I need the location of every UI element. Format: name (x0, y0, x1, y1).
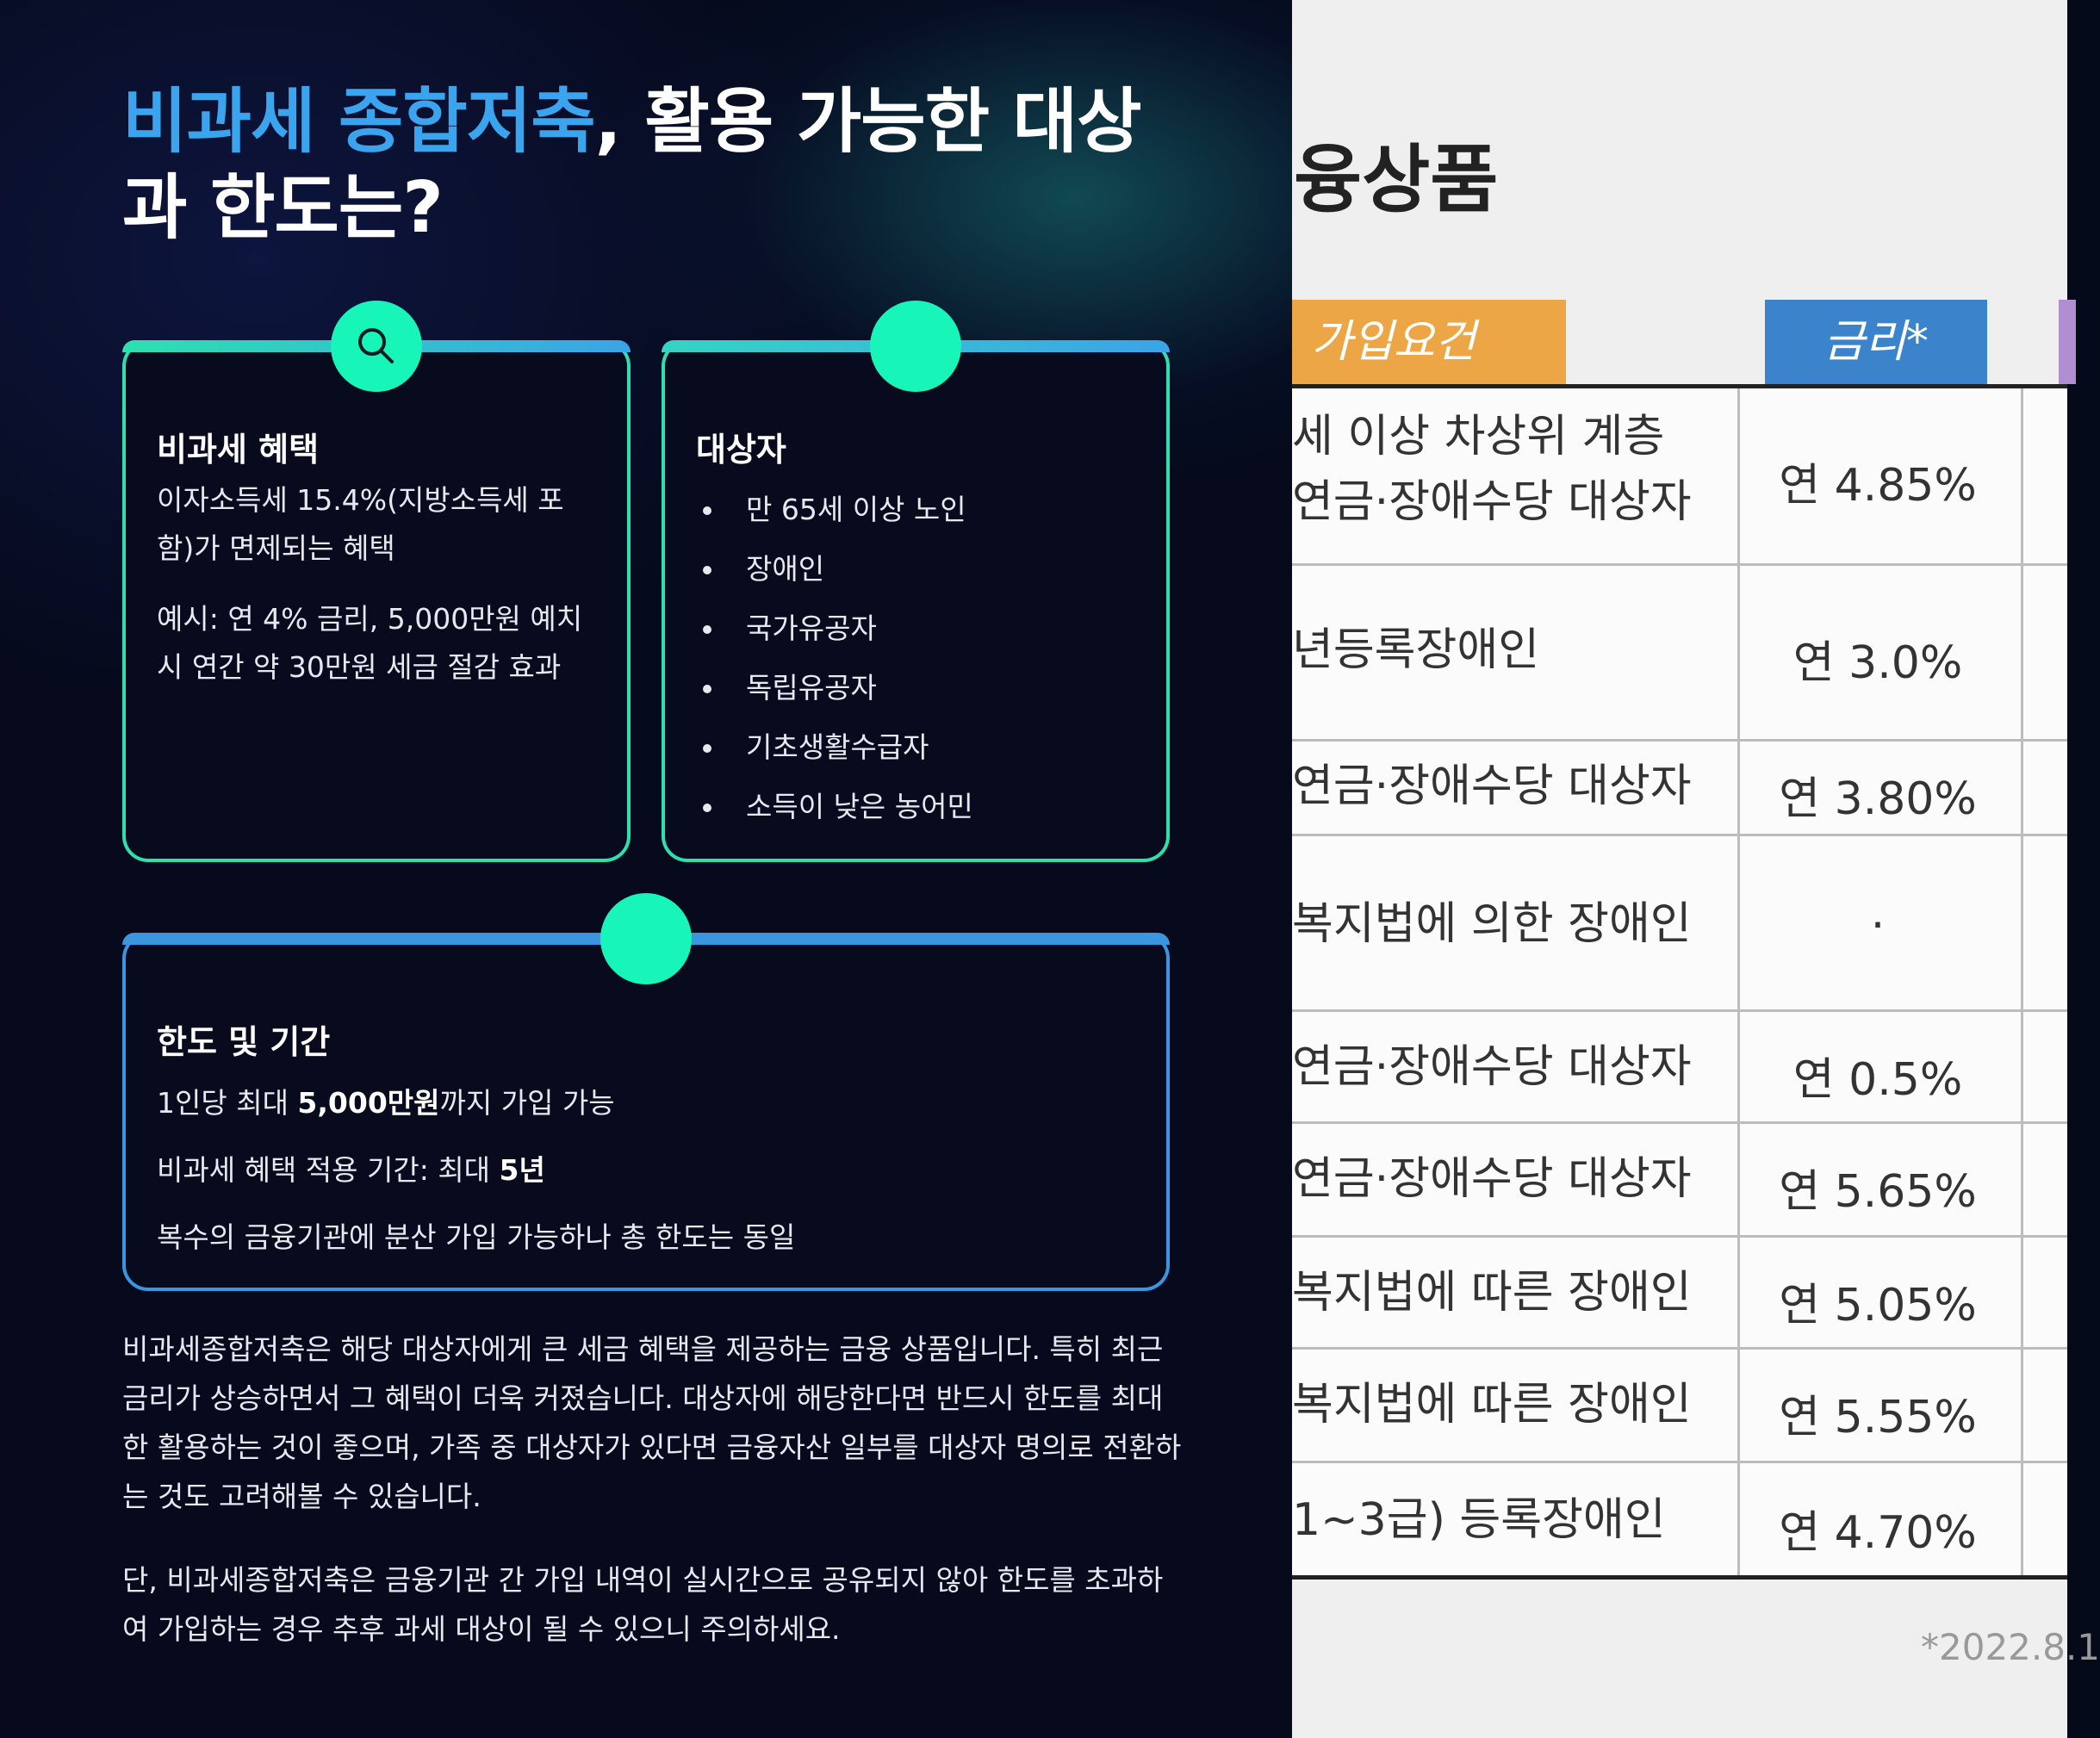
header-requirement: 가입요건 (1292, 300, 1566, 384)
table-cell-requirement: 연금·장애수당 대상자 (1292, 1153, 1692, 1205)
limit-card-heading: 한도 및 기간 (157, 1023, 331, 1061)
table-cell-requirement: 1~3급) 등록장애인 (1292, 1494, 1666, 1546)
benefit-card-text: 이자소득세 15.4%(지방소득세 포함)가 면제되는 혜택 (157, 483, 564, 565)
warning-paragraph: 단, 비과세종합저축은 금융기관 간 가입 내역이 실시간으로 공유되지 않아 … (122, 1563, 1164, 1646)
limit-line-period: 비과세 혜택 적용 기간: 최대 5년 (157, 1153, 545, 1187)
table-cell-rate: 연 4.70% (1779, 1507, 1977, 1559)
table-cell-rate: 연 0.5% (1792, 1054, 1963, 1106)
row-divider (1292, 1461, 2067, 1463)
benefit-card: 비과세 혜택 이자소득세 15.4%(지방소득세 포함)가 면제되는 혜택 예시… (122, 340, 631, 862)
row-divider (1292, 1347, 2067, 1350)
title-rest: , 활용 가능한 대상과 한도는? (122, 81, 1142, 249)
header-rate: 금리* (1765, 300, 1987, 384)
header-next (2059, 300, 2076, 384)
table-cell-rate: 연 5.05% (1779, 1280, 1977, 1331)
table-cell-rate: · (1870, 900, 1886, 952)
column-divider (1737, 388, 1740, 1575)
row-divider (1292, 563, 2067, 566)
limit-line-amount: 1인당 최대 5,000만원까지 가입 가능 (157, 1086, 615, 1120)
table-cell-requirement: 년등록장애인 (1292, 624, 1540, 676)
column-divider (2021, 388, 2023, 1575)
target-card: 대상자 만 65세 이상 노인 장애인 국가유공자 독립유공자 기초생활수급자 … (662, 340, 1170, 862)
list-item: 장애인 (696, 539, 973, 599)
table-cell-requirement: 복지법에 따른 장애인 (1292, 1379, 1692, 1431)
table-footnote: *2022.8.1 (1921, 1626, 2100, 1668)
list-item: 기초생활수급자 (696, 717, 973, 777)
list-item: 소득이 낮은 농어민 (696, 777, 973, 836)
table-cell-rate: 연 5.65% (1779, 1166, 1977, 1218)
table-cell-rate: 연 3.0% (1792, 637, 1963, 689)
table-cell-rate: 연 4.85% (1779, 460, 1977, 512)
page-title: 비과세 종합저축, 활용 가능한 대상과 한도는? (122, 79, 1199, 251)
target-list: 만 65세 이상 노인 장애인 국가유공자 독립유공자 기초생활수급자 소득이 … (696, 480, 973, 836)
limit-card-badge (600, 893, 692, 984)
row-divider (1292, 1235, 2067, 1238)
infographic-panel: 비과세 종합저축, 활용 가능한 대상과 한도는? 비과세 혜택 이자소득세 1… (0, 0, 1292, 1738)
target-card-heading: 대상자 (696, 431, 786, 469)
limit-card: 한도 및 기간 1인당 최대 5,000만원까지 가입 가능 비과세 혜택 적용… (122, 933, 1170, 1291)
table-cell-requirement: 연금·장애수당 대상자 (1292, 1041, 1692, 1093)
row-divider (1292, 1121, 2067, 1124)
table-cell-requirement: 복지법에 의한 장애인 (1292, 898, 1692, 950)
target-card-badge (870, 301, 961, 392)
table-title: 융상품 (1294, 137, 1499, 223)
limit-line-note: 복수의 금융기관에 분산 가입 가능하나 총 한도는 동일 (157, 1220, 796, 1254)
benefit-card-heading: 비과세 혜택 (157, 431, 320, 469)
body-paragraph: 비과세종합저축은 해당 대상자에게 큰 세금 혜택을 제공하는 금융 상품입니다… (122, 1332, 1182, 1513)
table-cell-rate: 연 3.80% (1779, 773, 1977, 825)
row-divider (1292, 1009, 2067, 1012)
list-item: 만 65세 이상 노인 (696, 480, 973, 539)
search-icon (358, 328, 394, 363)
table-cell-requirement: 연금·장애수당 대상자 (1292, 760, 1692, 812)
list-item: 국가유공자 (696, 599, 973, 658)
list-item: 독립유공자 (696, 658, 973, 717)
table-cell-requirement: 복지법에 따른 장애인 (1292, 1267, 1692, 1319)
search-icon-badge (331, 301, 422, 392)
row-divider (1292, 739, 2067, 742)
row-divider (1292, 834, 2067, 836)
table-cell-rate: 연 5.55% (1779, 1392, 1977, 1443)
benefit-card-example: 예시: 연 4% 금리, 5,000만원 예치 시 연간 약 30만원 세금 절… (157, 602, 583, 684)
title-highlight: 비과세 종합저축 (122, 81, 596, 163)
